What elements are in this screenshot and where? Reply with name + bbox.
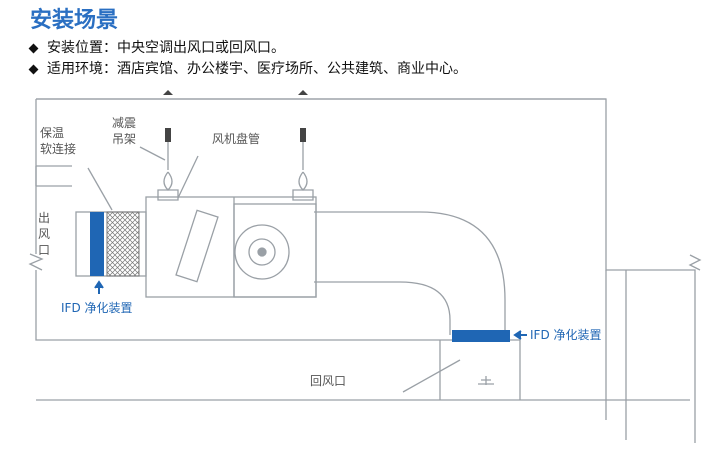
break-mark-right — [688, 254, 702, 271]
leader-insulation — [87, 167, 113, 211]
leader-damper — [139, 146, 166, 161]
return-air-panel — [439, 339, 521, 400]
diffuser-mark — [478, 379, 494, 385]
fan-wheel-outer — [234, 224, 290, 280]
label-damper-line1: 减震 — [112, 116, 136, 130]
filter-tilted — [175, 209, 219, 283]
break-mark-left — [28, 253, 44, 271]
label-outlet-char1: 出 — [38, 211, 50, 225]
fan-coil-body — [145, 196, 317, 298]
page-title: 安装场景 — [30, 8, 119, 33]
label-ifd-left: IFD 净化装置 — [61, 301, 133, 315]
fan-wheel-center — [257, 247, 267, 257]
hanger-clamp-left — [157, 189, 179, 201]
ifd-unit-right — [452, 330, 510, 342]
list-item: 适用环境：酒店宾馆、办公楼宇、医疗场所、公共建筑、商业中心。 — [28, 59, 467, 80]
hanger-clamp-right — [292, 189, 314, 201]
label-insulation-line1: 保温 — [40, 126, 64, 140]
label-outlet-char2: 风 — [38, 227, 50, 241]
arrow-up-icon — [94, 280, 104, 294]
label-damper-line2: 吊架 — [112, 132, 136, 146]
duct-elbow — [314, 211, 506, 335]
list-item: 安装位置：中央空调出风口或回风口。 — [28, 38, 467, 59]
return-air-leader — [402, 359, 487, 393]
fan-wheel-mid — [248, 238, 276, 266]
mesh-filter — [106, 211, 140, 277]
ceiling-anchor-left — [163, 90, 173, 95]
label-insulation-line2: 软连接 — [40, 141, 76, 156]
ceiling-anchor-right — [298, 90, 308, 95]
list-item-text: 安装位置：中央空调出风口或回风口。 — [47, 40, 285, 56]
hanger-hook-right — [300, 128, 306, 142]
wall-right — [605, 270, 627, 440]
label-return-air: 回风口 — [310, 374, 346, 388]
label-ifd-right: IFD 净化装置 — [530, 328, 602, 342]
label-fan-coil: 风机盘管 — [212, 131, 260, 146]
label-outlet-char3: 口 — [38, 243, 50, 257]
hanger-hook-left — [165, 128, 171, 142]
list-item-text: 适用环境：酒店宾馆、办公楼宇、医疗场所、公共建筑、商业中心。 — [47, 61, 467, 77]
ceiling-inner-line — [35, 165, 72, 187]
leader-fan-coil — [177, 155, 199, 199]
feature-list: 安装位置：中央空调出风口或回风口。 适用环境：酒店宾馆、办公楼宇、医疗场所、公共… — [28, 38, 467, 80]
arrow-left-icon — [513, 330, 527, 340]
ifd-unit-left — [90, 212, 104, 276]
